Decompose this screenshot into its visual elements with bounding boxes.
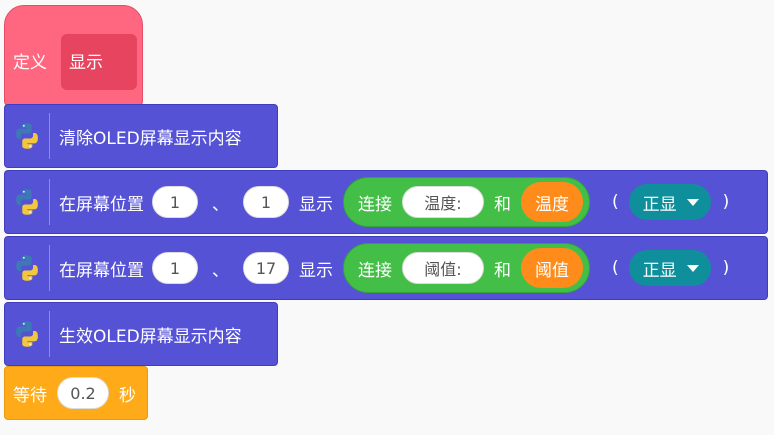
separator (49, 245, 50, 291)
wait-block[interactable]: 等待 0.2 秒 (4, 366, 148, 420)
x-input[interactable]: 1 (152, 186, 198, 218)
left-paren: ( (612, 258, 619, 278)
join-block[interactable]: 连接 阈值: 和 阈值 (343, 243, 590, 293)
define-label: 定义 (13, 53, 47, 73)
display-mode-value: 正显 (642, 260, 677, 281)
seconds-label: 秒 (119, 385, 136, 406)
dropdown-arrow-icon (686, 198, 699, 206)
clear-oled-text: 清除OLED屏幕显示内容 (59, 128, 242, 149)
apply-oled-block[interactable]: 生效OLED屏幕显示内容 (4, 302, 278, 366)
and-label: 和 (494, 194, 511, 215)
position-label: 在屏幕位置 (59, 260, 144, 281)
y-input[interactable]: 17 (243, 252, 289, 284)
threshold-variable[interactable]: 阈值 (521, 248, 583, 288)
show-label: 显示 (299, 194, 333, 215)
dropdown-arrow-icon (686, 264, 699, 272)
join-string-input[interactable]: 阈值: (402, 252, 484, 284)
wait-seconds-input[interactable]: 0.2 (57, 377, 109, 409)
right-paren: ) (722, 192, 730, 212)
display-text-block-1[interactable]: 在屏幕位置 1 、 1 显示 连接 温度: 和 温度 ( 正显 ) (4, 170, 768, 234)
comma-label: 、 (212, 260, 229, 281)
comma-label: 、 (212, 194, 229, 215)
position-label: 在屏幕位置 (59, 194, 144, 215)
join-label: 连接 (358, 260, 392, 281)
procedure-name: 显示 (69, 53, 103, 73)
x-input[interactable]: 1 (152, 252, 198, 284)
separator (49, 311, 50, 357)
python-icon (5, 303, 49, 365)
display-mode-dropdown[interactable]: 正显 (628, 250, 711, 286)
temperature-variable[interactable]: 温度 (521, 182, 583, 222)
show-label: 显示 (299, 260, 333, 281)
python-icon (5, 171, 49, 233)
python-icon (5, 237, 49, 299)
clear-oled-block[interactable]: 清除OLED屏幕显示内容 (4, 104, 278, 168)
wait-label: 等待 (13, 385, 47, 406)
python-icon (5, 105, 49, 167)
y-input[interactable]: 1 (243, 186, 289, 218)
display-mode-dropdown[interactable]: 正显 (628, 184, 711, 220)
right-paren: ) (722, 258, 730, 278)
join-label: 连接 (358, 194, 392, 215)
left-paren: ( (612, 192, 619, 212)
procedure-prototype[interactable]: 显示 (61, 34, 137, 90)
apply-oled-text: 生效OLED屏幕显示内容 (59, 326, 242, 347)
display-mode-value: 正显 (642, 194, 677, 215)
join-block[interactable]: 连接 温度: 和 温度 (343, 177, 590, 227)
join-string-input[interactable]: 温度: (402, 186, 484, 218)
separator (49, 113, 50, 159)
display-text-block-2[interactable]: 在屏幕位置 1 、 17 显示 连接 阈值: 和 阈值 ( 正显 ) (4, 236, 768, 300)
and-label: 和 (494, 260, 511, 281)
define-block[interactable]: 定义 显示 (4, 5, 143, 107)
separator (49, 179, 50, 225)
